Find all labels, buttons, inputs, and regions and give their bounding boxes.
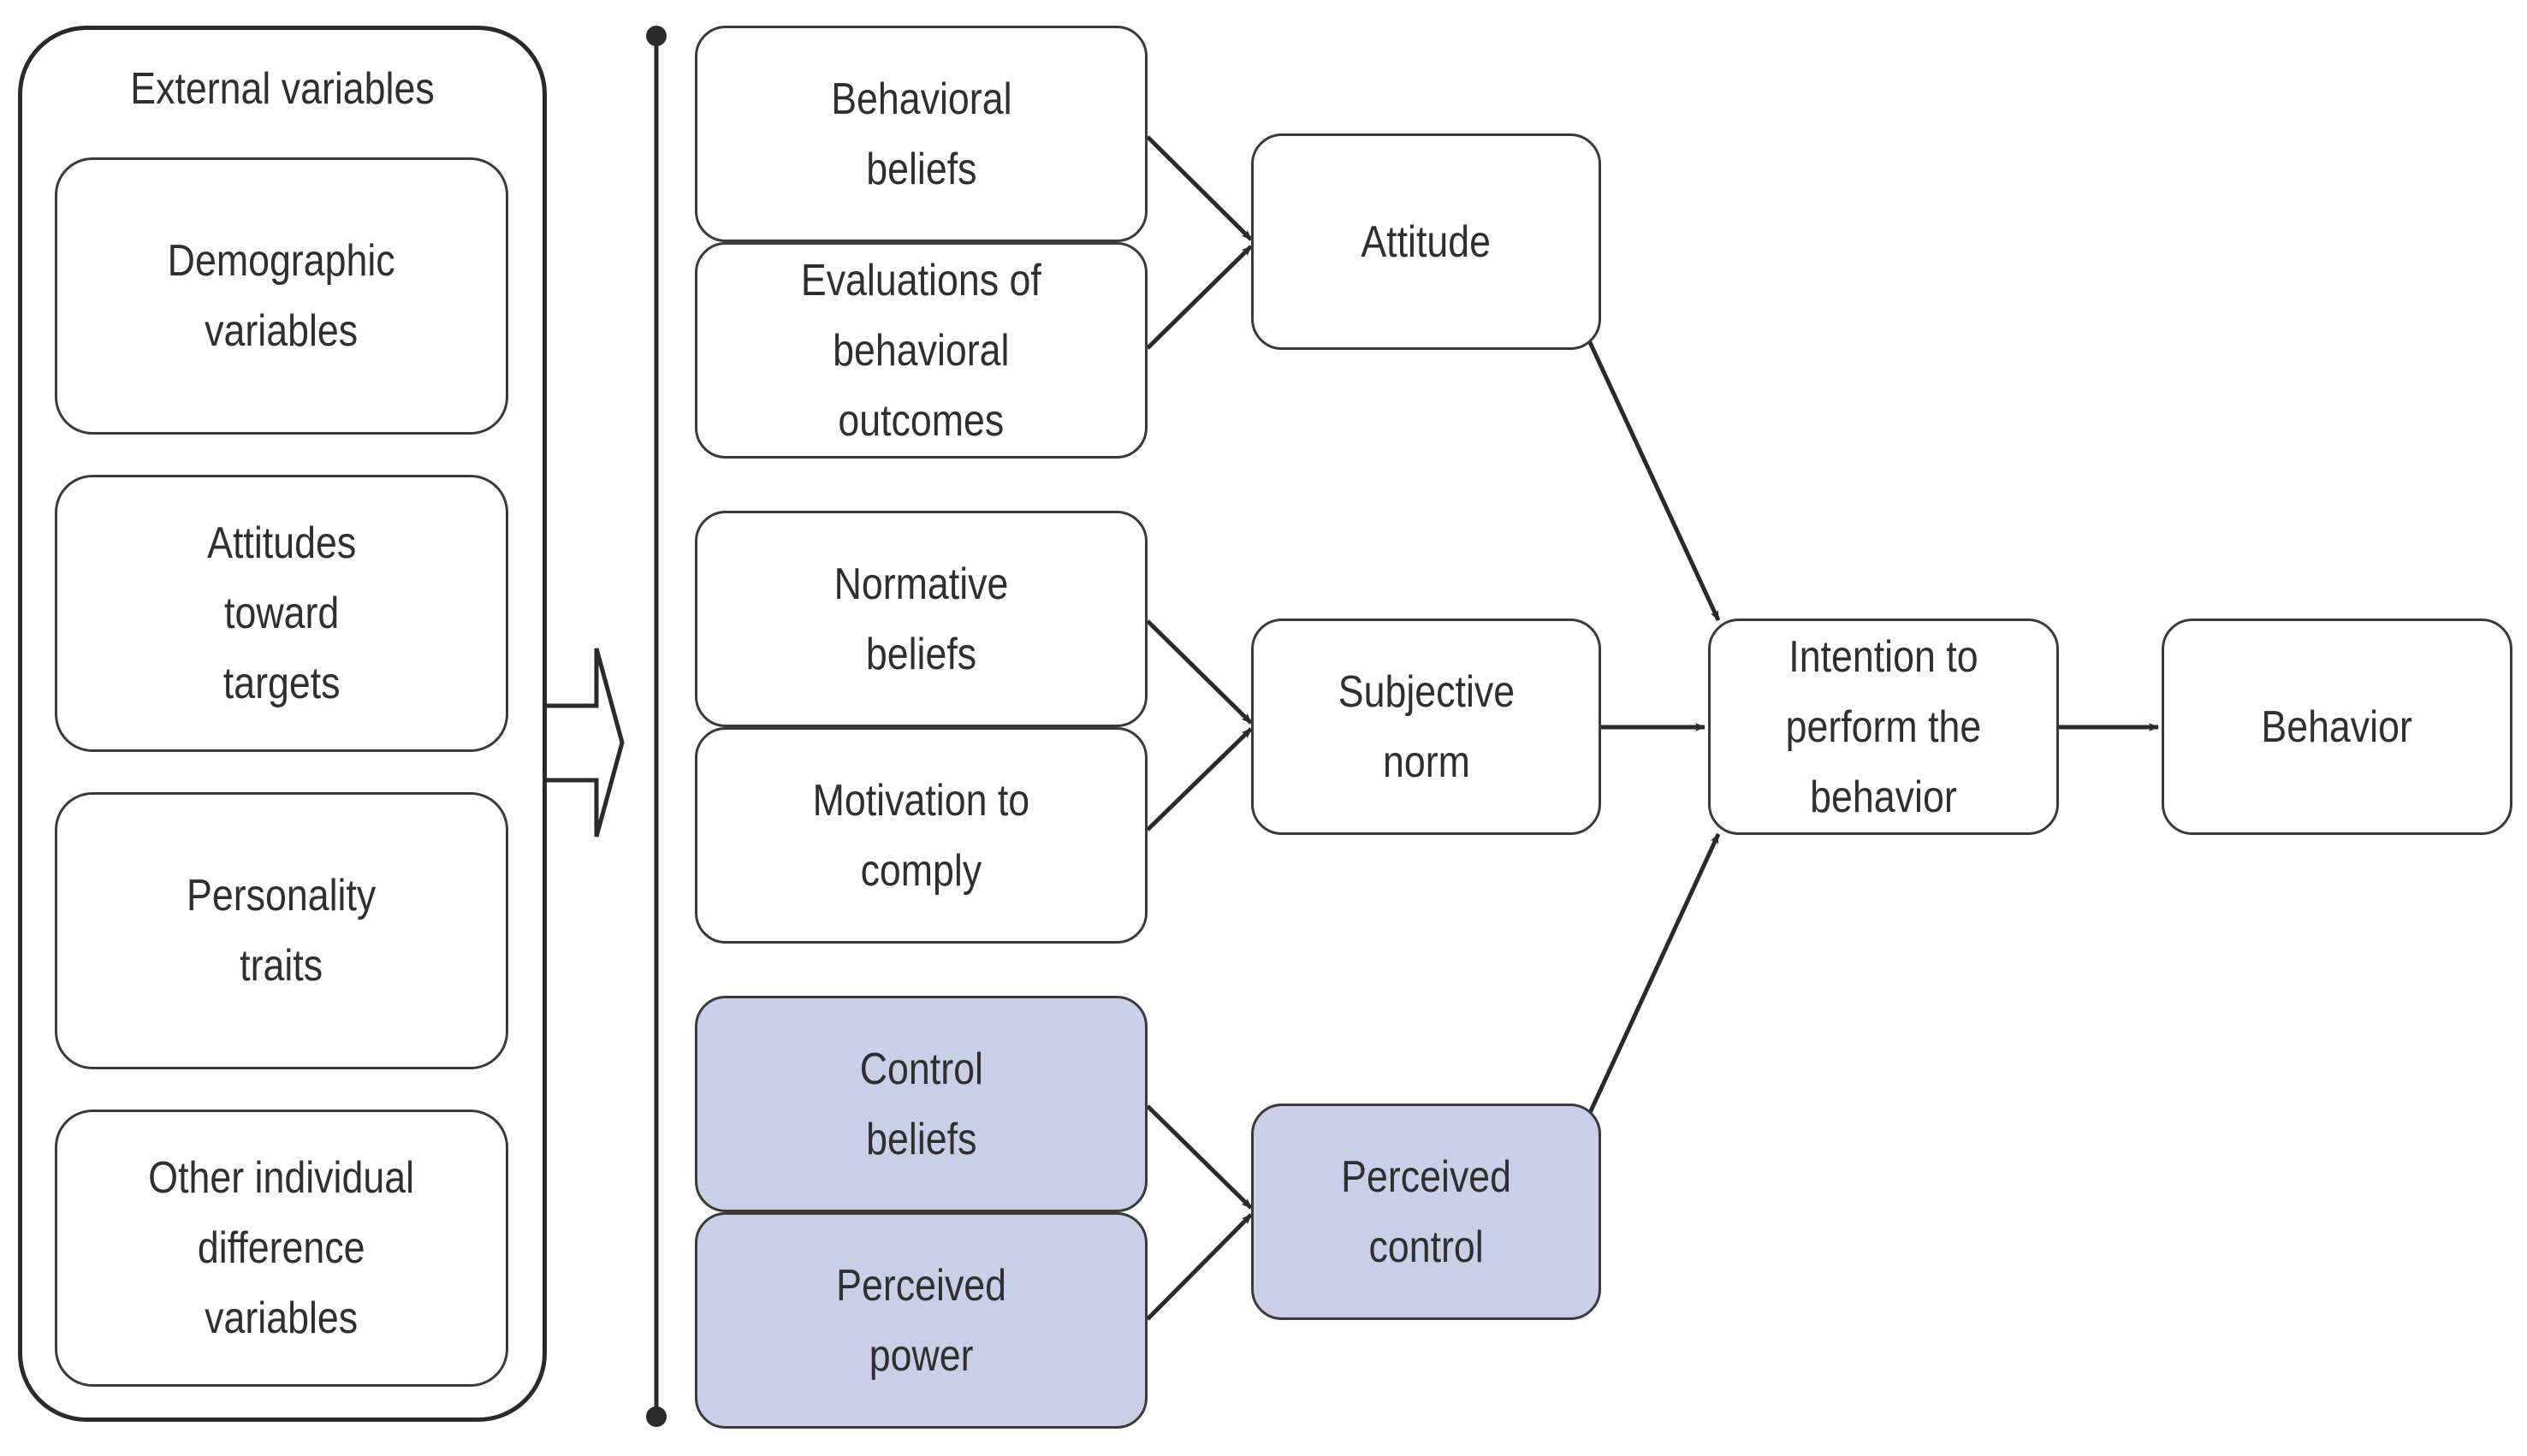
subjective-norm-box: Subjective norm [1251,619,1601,835]
personality-traits-label: Personality traits [187,871,377,991]
motivation-to-comply-label: Motivation to comply [812,775,1030,896]
personality-traits-box: Personality traits [55,792,508,1069]
behavioral-beliefs-box: Behavioral beliefs [695,26,1148,242]
intention-label: Intention to perform the behavior [1785,631,1982,822]
arrow-behavioral-beliefs-to-attitude [1146,135,1253,241]
behavior-label: Behavior [2261,701,2413,752]
external-variables-title: External variables [130,64,435,114]
arrow-evaluations-to-attitude [1146,245,1253,350]
demographic-variables-box: Demographic variables [55,157,508,435]
perceived-control-box: Perceived control [1251,1104,1601,1320]
control-beliefs-label: Control beliefs [859,1044,983,1164]
arrow-motivation-to-subjective-norm [1146,727,1253,832]
perceived-power-box: Perceived power [695,1212,1148,1429]
behavior-box: Behavior [2162,619,2512,835]
arrow-attitude-to-intention [1587,339,1721,622]
demographic-variables-label: Demographic variables [168,236,395,356]
subjective-norm-label: Subjective norm [1338,666,1515,787]
motivation-to-comply-box: Motivation to comply [695,727,1148,944]
control-beliefs-box: Control beliefs [695,996,1148,1212]
arrow-normative-beliefs-to-subjective-norm [1146,619,1253,725]
intention-box: Intention to perform the behavior [1708,619,2059,835]
attitude-box: Attitude [1251,133,1601,350]
attitudes-toward-targets-label: Attitudes toward targets [206,518,357,708]
external-influence-arrow [547,648,625,837]
attitude-label: Attitude [1361,216,1492,267]
evaluations-of-behavioral-outcomes-box: Evaluations of behavioral outcomes [695,242,1148,459]
evaluations-of-behavioral-outcomes-label: Evaluations of behavioral outcomes [801,255,1041,446]
attitudes-toward-targets-box: Attitudes toward targets [55,475,508,752]
bracket-bottom-dot [646,1406,667,1427]
normative-beliefs-box: Normative beliefs [695,511,1148,727]
other-individual-difference-variables-box: Other individual difference variables [55,1110,508,1387]
other-individual-difference-variables-label: Other individual difference variables [148,1153,415,1343]
bracket-top-dot [646,26,667,46]
normative-beliefs-label: Normative beliefs [833,559,1009,679]
arrow-perceived-power-to-perceived-control [1146,1213,1253,1321]
arrow-control-beliefs-to-perceived-control [1146,1104,1253,1210]
behavioral-beliefs-label: Behavioral beliefs [830,74,1012,194]
perceived-power-label: Perceived power [836,1260,1006,1381]
perceived-control-label: Perceived control [1341,1151,1511,1272]
arrow-perceived-control-to-intention [1587,832,1721,1116]
